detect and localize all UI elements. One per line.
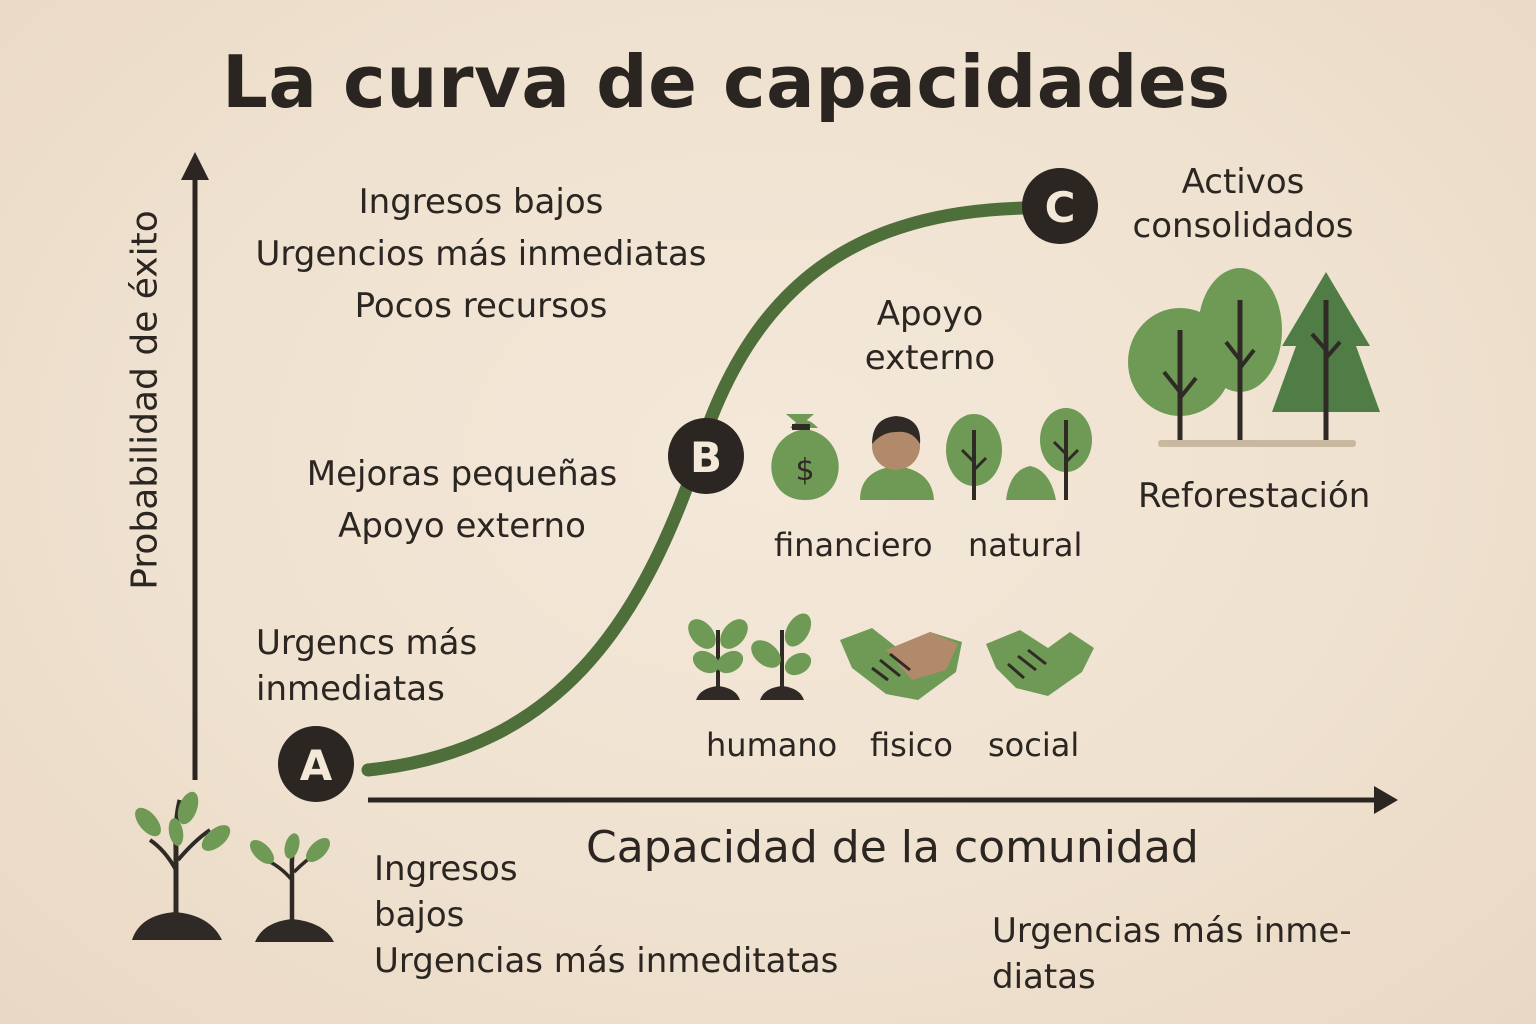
note-line: Urgencios más inmediatas: [255, 234, 707, 274]
note-line: Apoyo: [876, 294, 984, 334]
x-axis-label: Capacidad de la comunidad: [586, 822, 1199, 873]
capital-social-label: social: [988, 726, 1080, 764]
capital-fisico-label: fisico: [870, 726, 953, 764]
note-line: Mejoras pequeñas: [306, 454, 618, 494]
note-line: diatas: [992, 957, 1096, 997]
note-reforestacion: Reforestación: [1138, 476, 1371, 516]
note-apoyo-externo: Apoyo externo: [840, 292, 1020, 380]
natural-trees-group-icon: [1006, 408, 1092, 500]
seedling-large-icon: [132, 791, 231, 940]
handshake-social-icon: [986, 630, 1094, 696]
note-line: Ingresos bajos: [358, 182, 604, 222]
stage-b-letter: B: [690, 433, 722, 482]
dollar-sign: $: [795, 453, 814, 488]
money-bag-icon: $: [771, 414, 839, 500]
note-mid-left: Mejoras pequeñas Apoyo externo: [280, 448, 644, 552]
stage-c-marker: C: [1022, 168, 1098, 244]
y-axis: [181, 152, 209, 780]
sprout-icon: [751, 613, 812, 700]
stage-a-marker: A: [278, 726, 354, 802]
note-line: Urgencs más: [256, 623, 478, 663]
note-bottom-left: Ingresos bajos Urgencias más inmeditatas: [374, 846, 838, 984]
y-axis-label: Probabilidad de éxito: [124, 210, 166, 590]
person-icon: [860, 416, 934, 500]
sprout-icon: [688, 619, 748, 700]
forest-icon: [1128, 268, 1380, 447]
note-line: consolidados: [1132, 206, 1354, 246]
note-line: Urgencias más inmeditatas: [374, 941, 839, 981]
note-line: Ingresos: [374, 849, 518, 889]
note-line: externo: [864, 338, 996, 378]
capital-humano-label: humano: [706, 726, 838, 764]
note-low-left: Urgencs más inmediatas: [256, 620, 477, 712]
handshake-icon: [840, 628, 962, 700]
note-top-left: Ingresos bajos Urgencios más inmediatas …: [236, 176, 726, 332]
note-line: inmediatas: [256, 669, 445, 709]
note-line: Apoyo externo: [338, 506, 586, 546]
stage-b-marker: B: [668, 418, 744, 494]
stage-c-letter: C: [1045, 183, 1076, 232]
note-line: bajos: [374, 895, 465, 935]
note-activos-consolidados: Activos consolidados: [1110, 160, 1376, 248]
note-bottom-right: Urgencias más inme- diatas: [992, 908, 1352, 1000]
note-line: Urgencias más inme-: [992, 911, 1352, 951]
capital-financiero-label: financiero: [774, 526, 933, 564]
note-line: Pocos recursos: [354, 286, 608, 326]
capital-natural-label: natural: [968, 526, 1083, 564]
stage-a-letter: A: [300, 741, 333, 790]
seedling-small-icon: [249, 833, 334, 942]
page-title: La curva de capacidades: [222, 40, 1231, 124]
x-axis: [368, 786, 1398, 814]
natural-tree-icon: [946, 414, 1002, 500]
note-line: Activos: [1181, 162, 1305, 202]
